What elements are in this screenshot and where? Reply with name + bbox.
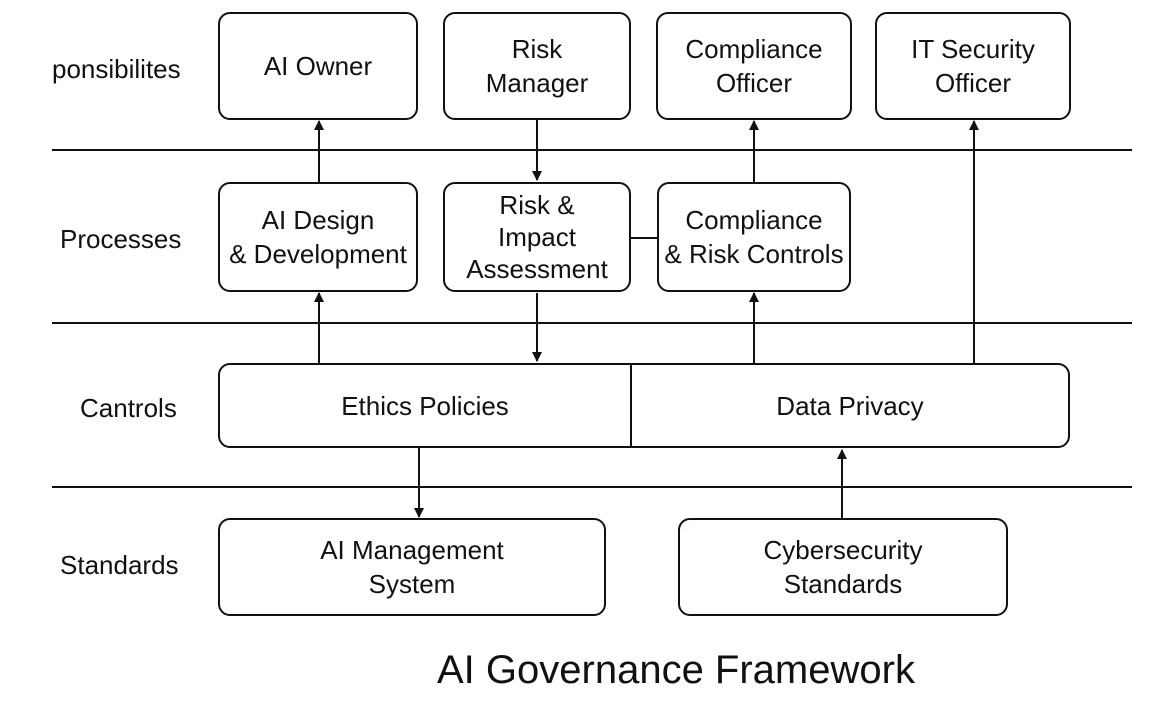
box-compliance-risk-controls: Compliance & Risk Controls (657, 182, 851, 292)
box-label-line: Manager (485, 68, 589, 98)
row-label-processes: Processes (60, 224, 182, 254)
box-label: AI Design & Development (229, 203, 407, 271)
box-ethics-policies: Ethics Policies (218, 363, 632, 448)
box-label-line: Risk & (499, 190, 575, 220)
box-label-line: Standards (783, 569, 903, 599)
box-label-line: & Risk Controls (664, 239, 844, 269)
box-data-privacy: Data Privacy (630, 363, 1070, 448)
box-label-line: AI Owner (263, 51, 373, 81)
box-label-line: System (368, 569, 456, 599)
box-label-line: & Development (229, 239, 407, 269)
box-label-line: Impact (497, 222, 576, 252)
box-label-line: Compliance (685, 205, 823, 235)
box-label-line: Compliance (685, 34, 823, 64)
row-label-standards: Standards (60, 550, 179, 580)
divider-controls-standards (52, 486, 1132, 488)
box-label: Compliance & Risk Controls (664, 203, 843, 271)
box-label-line: AI Design (261, 205, 375, 235)
box-ai-design-development: AI Design & Development (218, 182, 418, 292)
divider-responsibilities-processes (52, 149, 1132, 151)
box-label-line: AI Management (320, 535, 504, 565)
divider-processes-controls (52, 322, 1132, 324)
box-label-line: Ethics Policies (341, 390, 509, 421)
box-label-line: Officer (934, 68, 1012, 98)
box-label-line: Risk (511, 34, 563, 64)
box-label: Data Privacy (776, 389, 923, 423)
box-ai-owner: AI Owner (218, 12, 418, 120)
box-label-line: Cybersecurity (763, 535, 923, 565)
box-label: AI Owner (264, 49, 372, 83)
box-label-line: Officer (715, 68, 793, 98)
row-label-controls: Cantrols (80, 393, 177, 423)
diagram-title: AI Governance Framework (437, 648, 915, 692)
box-label-line: Data Privacy (776, 390, 924, 421)
box-label-line: Assessment (466, 254, 608, 284)
box-label-line: IT Security (911, 34, 1035, 64)
box-label: Ethics Policies (341, 389, 509, 423)
row-label-responsibilities: ponsibilites (52, 54, 181, 84)
